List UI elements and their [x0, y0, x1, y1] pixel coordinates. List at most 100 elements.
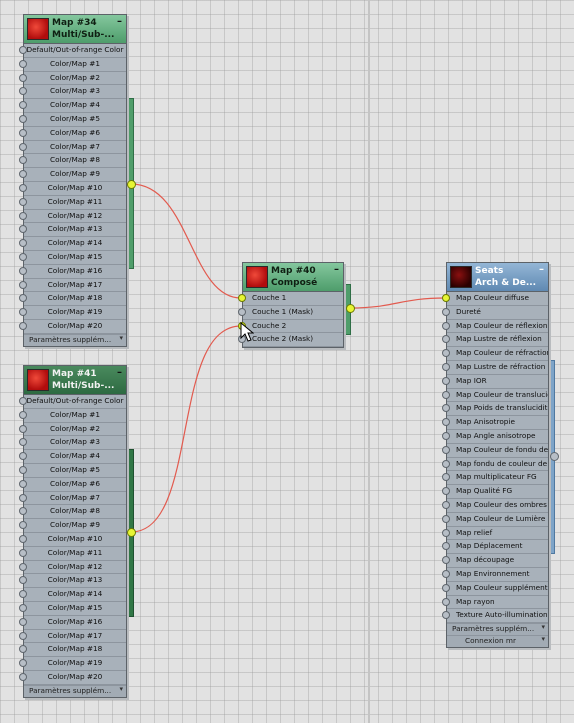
- input-port-icon[interactable]: [19, 562, 27, 571]
- slot-row[interactable]: Map Couleur supplémentaire...: [442, 582, 548, 596]
- slot-row[interactable]: Map Couleur des ombres int...: [442, 499, 548, 513]
- input-port-icon[interactable]: [19, 631, 27, 640]
- input-port-icon[interactable]: [442, 542, 450, 551]
- slot-row[interactable]: Color/Map #20: [19, 671, 126, 685]
- input-port-icon[interactable]: [19, 73, 27, 82]
- node-map34[interactable]: Map #34 Multi/Sub-... – Default/Out-of-r…: [19, 14, 127, 347]
- slot-row[interactable]: Color/Map #9: [19, 519, 126, 533]
- input-port-icon[interactable]: [442, 611, 450, 620]
- node-seats[interactable]: Seats Arch & De... – Map Couleur diffuse…: [442, 262, 549, 649]
- map40-output-port[interactable]: [346, 304, 355, 313]
- input-port-icon[interactable]: [19, 479, 27, 488]
- slot-row[interactable]: Color/Map #14: [19, 588, 126, 602]
- input-port-icon[interactable]: [19, 308, 27, 317]
- slot-row[interactable]: Color/Map #5: [19, 464, 126, 478]
- slot-row[interactable]: Color/Map #11: [19, 196, 126, 210]
- node-map41-header[interactable]: Map #41 Multi/Sub-... –: [24, 366, 126, 395]
- slot-row[interactable]: Dureté: [442, 306, 548, 320]
- slot-row[interactable]: Map relief: [442, 527, 548, 541]
- input-port-icon[interactable]: [19, 101, 27, 110]
- slot-row[interactable]: Color/Map #5: [19, 113, 126, 127]
- slot-row[interactable]: Default/Out-of-range Color: [19, 395, 126, 409]
- input-port-icon[interactable]: [19, 410, 27, 419]
- slot-row[interactable]: Map Couleur de réflexion: [442, 320, 548, 334]
- input-port-icon[interactable]: [19, 170, 27, 179]
- slot-row[interactable]: Color/Map #4: [19, 99, 126, 113]
- slot-row[interactable]: Color/Map #1: [19, 58, 126, 72]
- node-map34-header[interactable]: Map #34 Multi/Sub-... –: [24, 15, 126, 44]
- rollout-footer[interactable]: Paramètres supplém... ▾: [447, 623, 548, 636]
- input-port-icon[interactable]: [19, 548, 27, 557]
- rollout-footer[interactable]: Paramètres supplém... ▾: [24, 333, 126, 346]
- input-port-icon[interactable]: [19, 452, 27, 461]
- input-port-icon[interactable]: [19, 239, 27, 248]
- slot-row[interactable]: Couche 2: [238, 320, 343, 334]
- input-port-icon[interactable]: [19, 128, 27, 137]
- slot-row[interactable]: Map Couleur de fondu de ré...: [442, 444, 548, 458]
- node-map40-header[interactable]: Map #40 Composé –: [243, 263, 343, 292]
- slot-row[interactable]: Color/Map #3: [19, 85, 126, 100]
- input-port-icon[interactable]: [442, 390, 450, 399]
- input-port-icon[interactable]: [19, 114, 27, 123]
- rollout-footer[interactable]: Paramètres supplém... ▾: [24, 684, 126, 697]
- input-port-icon[interactable]: [19, 156, 27, 165]
- input-port-icon[interactable]: [442, 597, 450, 606]
- input-port-icon[interactable]: [19, 197, 27, 206]
- input-port-icon[interactable]: [19, 590, 27, 599]
- input-port-icon[interactable]: [19, 507, 27, 516]
- input-port-icon[interactable]: [238, 307, 246, 316]
- input-port-icon[interactable]: [19, 183, 27, 192]
- slot-row[interactable]: Color/Map #6: [19, 127, 126, 141]
- input-port-icon[interactable]: [19, 321, 27, 330]
- slot-row[interactable]: Couche 1 (Mask): [238, 306, 343, 320]
- slot-row[interactable]: Color/Map #10: [19, 182, 126, 196]
- input-port-icon[interactable]: [442, 404, 450, 413]
- input-port-icon[interactable]: [19, 266, 27, 275]
- slot-row[interactable]: Color/Map #13: [19, 574, 126, 589]
- slot-row[interactable]: Color/Map #18: [19, 292, 126, 307]
- node-seats-header[interactable]: Seats Arch & De... –: [447, 263, 548, 292]
- slot-row[interactable]: Map Lustre de réflexion: [442, 333, 548, 348]
- input-port-icon[interactable]: [442, 528, 450, 537]
- slot-row[interactable]: Map Couleur de Lumière int...: [442, 513, 548, 527]
- slot-row[interactable]: Map fondu de couleur de réf...: [442, 458, 548, 472]
- minimize-icon[interactable]: –: [334, 264, 339, 275]
- input-port-icon[interactable]: [19, 225, 27, 234]
- input-port-icon[interactable]: [442, 556, 450, 565]
- slot-row[interactable]: Color/Map #12: [19, 561, 126, 575]
- slot-row[interactable]: Map rayon: [442, 596, 548, 610]
- input-port-icon[interactable]: [442, 445, 450, 454]
- slot-row[interactable]: Map Lustre de réfraction: [442, 361, 548, 375]
- slot-row[interactable]: Color/Map #16: [19, 265, 126, 279]
- slot-row[interactable]: Color/Map #2: [19, 72, 126, 86]
- slot-row[interactable]: Color/Map #4: [19, 450, 126, 464]
- input-port-icon[interactable]: [19, 521, 27, 530]
- input-port-icon[interactable]: [19, 280, 27, 289]
- input-port-icon[interactable]: [19, 617, 27, 626]
- input-port-icon[interactable]: [19, 211, 27, 220]
- input-port-icon[interactable]: [442, 362, 450, 371]
- slot-row[interactable]: Map Environnement: [442, 568, 548, 582]
- slot-row[interactable]: Default/Out-of-range Color: [19, 44, 126, 58]
- slot-row[interactable]: Color/Map #17: [19, 630, 126, 644]
- minimize-icon[interactable]: –: [117, 367, 122, 378]
- input-port-icon[interactable]: [19, 576, 27, 585]
- slot-row[interactable]: Map Couleur de translucidit...: [442, 389, 548, 403]
- minimize-icon[interactable]: –: [539, 264, 544, 275]
- slot-row[interactable]: Color/Map #2: [19, 423, 126, 437]
- input-port-icon[interactable]: [19, 534, 27, 543]
- slot-row[interactable]: Color/Map #16: [19, 616, 126, 630]
- slot-row[interactable]: Color/Map #7: [19, 141, 126, 155]
- minimize-icon[interactable]: –: [117, 16, 122, 27]
- slot-row[interactable]: Couche 1: [238, 292, 343, 306]
- input-port-icon[interactable]: [442, 473, 450, 482]
- input-port-icon[interactable]: [19, 46, 27, 54]
- input-port-icon[interactable]: [442, 376, 450, 385]
- input-port-icon[interactable]: [19, 603, 27, 612]
- input-port-icon[interactable]: [442, 431, 450, 440]
- viewport-splitter[interactable]: [368, 0, 370, 723]
- input-port-icon[interactable]: [19, 438, 27, 447]
- input-port-icon[interactable]: [238, 294, 246, 302]
- slot-row[interactable]: Color/Map #11: [19, 547, 126, 561]
